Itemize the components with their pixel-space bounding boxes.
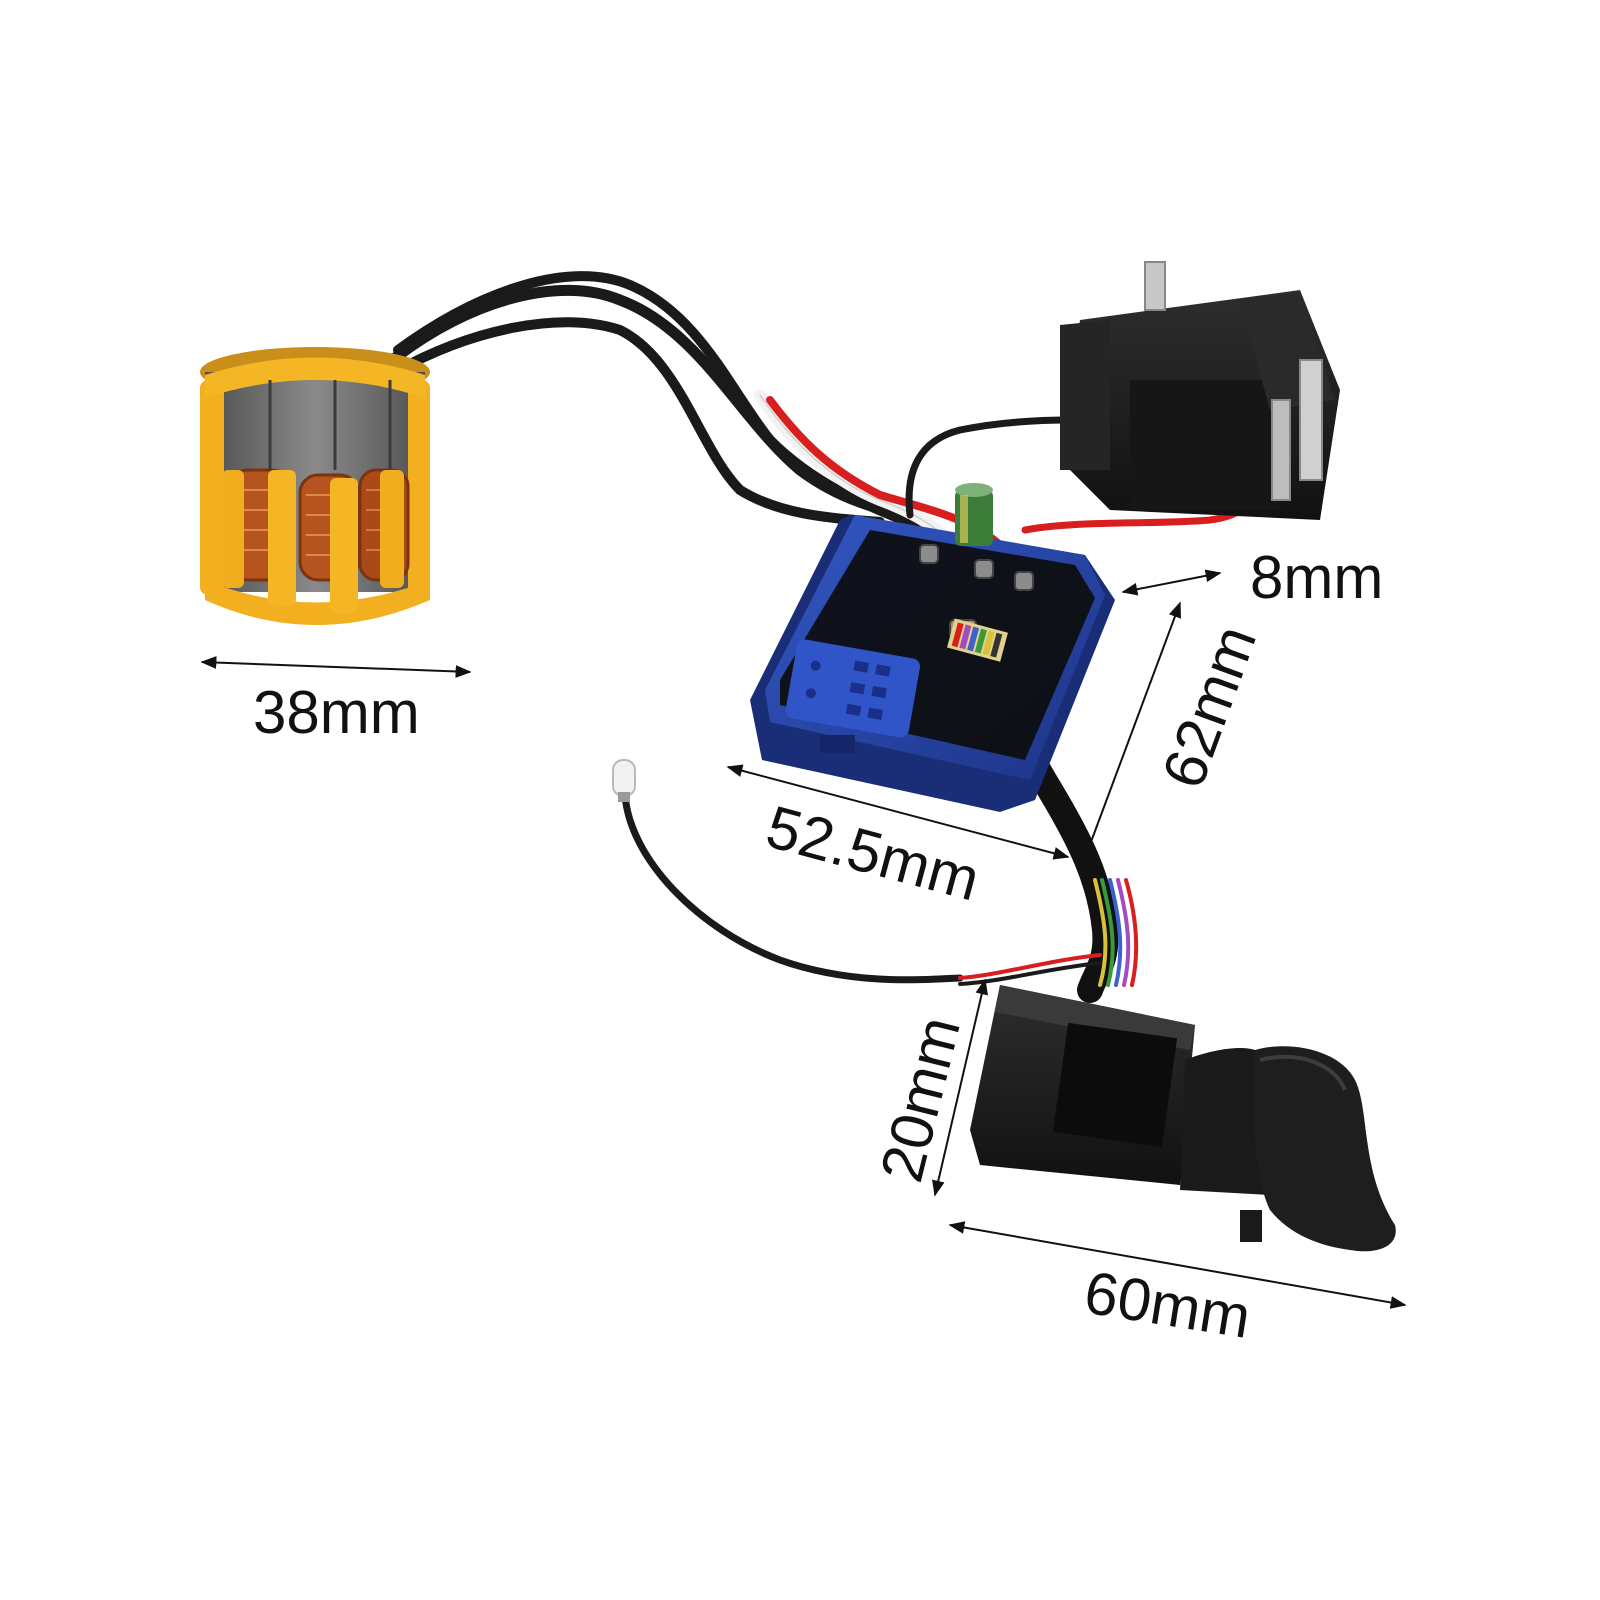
led bbox=[612, 759, 636, 802]
board-width-line bbox=[726, 764, 1070, 860]
stator-width-label: 38mm bbox=[253, 679, 420, 746]
dimension-lines bbox=[200, 569, 1407, 1309]
board-length-label: 62mm bbox=[1149, 617, 1269, 797]
motor-stator bbox=[200, 347, 430, 625]
board-thickness-line bbox=[1121, 569, 1222, 596]
stator-width-line bbox=[200, 656, 472, 678]
battery-connector bbox=[1060, 261, 1340, 520]
wire-harness bbox=[389, 271, 1269, 1003]
board-thickness-label: 8mm bbox=[1250, 544, 1383, 611]
switch-length-line bbox=[948, 1221, 1407, 1309]
capacitor bbox=[955, 483, 993, 546]
switch-height-line bbox=[932, 978, 988, 1197]
trigger-switch bbox=[970, 985, 1396, 1252]
switch-length-label: 60mm bbox=[1080, 1259, 1255, 1351]
board-length-line bbox=[1081, 601, 1181, 868]
board-width-label: 52.5mm bbox=[760, 793, 987, 914]
control-board bbox=[750, 483, 1115, 812]
